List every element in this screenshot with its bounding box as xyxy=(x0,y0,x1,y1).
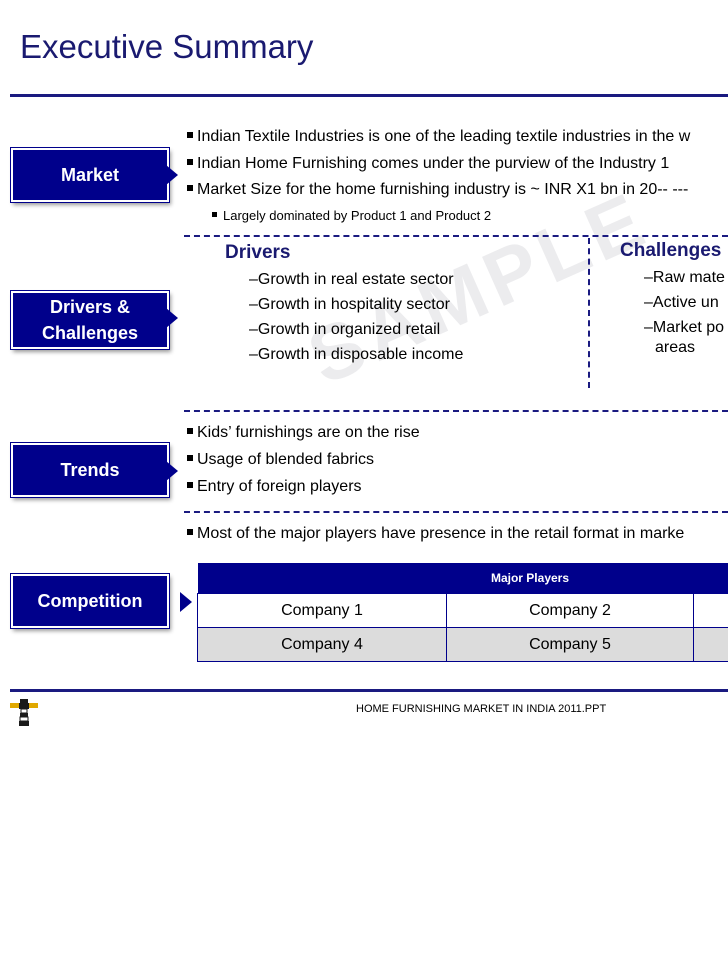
trends-arrow xyxy=(166,461,178,481)
drivers-heading: Drivers xyxy=(225,242,291,263)
trends-bullet: Entry of foreign players xyxy=(187,478,362,496)
footer-divider xyxy=(10,689,728,692)
section-divider xyxy=(184,511,728,513)
major-players-table: Major Players Company 1 Company 2 Compan… xyxy=(197,563,728,662)
trends-bullet: Usage of blended fabrics xyxy=(187,451,374,469)
table-cell xyxy=(693,593,728,628)
table-cell xyxy=(693,627,728,662)
trends-label: Trends xyxy=(11,443,169,497)
market-bullet: Market Size for the home furnishing indu… xyxy=(187,181,688,199)
challenge-item: –Market po xyxy=(644,319,725,336)
driver-item: –Growth in hospitality sector xyxy=(249,296,450,313)
driver-item: –Growth in real estate sector xyxy=(249,271,454,288)
table-cell: Company 1 xyxy=(197,593,447,628)
table-cell: Company 5 xyxy=(446,627,694,662)
market-label: Market xyxy=(11,148,169,202)
drivers-arrow xyxy=(166,308,178,328)
section-divider xyxy=(184,410,728,412)
market-arrow xyxy=(166,165,178,185)
table-cell: Company 4 xyxy=(197,627,447,662)
competition-arrow xyxy=(180,592,192,612)
competition-label: Competition xyxy=(11,574,169,628)
challenge-item: –Active un xyxy=(644,294,719,311)
table-header: Major Players xyxy=(197,563,728,594)
competition-bullet: Most of the major players have presence … xyxy=(187,525,684,543)
challenges-heading: Challenges xyxy=(620,240,722,261)
drivers-challenges-separator xyxy=(588,238,590,388)
drivers-challenges-label: Drivers & Challenges xyxy=(11,291,169,349)
title-divider xyxy=(10,94,728,97)
trends-bullet: Kids’ furnishings are on the rise xyxy=(187,424,420,442)
driver-item: –Growth in disposable income xyxy=(249,346,464,363)
lighthouse-logo-icon xyxy=(10,697,38,727)
market-bullet: Indian Textile Industries is one of the … xyxy=(187,128,690,146)
challenge-item: areas xyxy=(655,339,696,356)
driver-item: –Growth in organized retail xyxy=(249,321,441,338)
table-cell: Company 2 xyxy=(446,593,694,628)
page-title: Executive Summary xyxy=(20,28,314,65)
market-bullet: Indian Home Furnishing comes under the p… xyxy=(187,155,669,173)
table-row: Company 1 Company 2 xyxy=(197,593,728,628)
challenge-item: –Raw mate xyxy=(644,269,725,286)
footer-text: HOME FURNISHING MARKET IN INDIA 2011.PPT xyxy=(356,703,607,715)
market-sub-bullet: Largely dominated by Product 1 and Produ… xyxy=(212,208,491,223)
table-row: Company 4 Company 5 xyxy=(197,627,728,662)
section-divider xyxy=(184,235,728,237)
